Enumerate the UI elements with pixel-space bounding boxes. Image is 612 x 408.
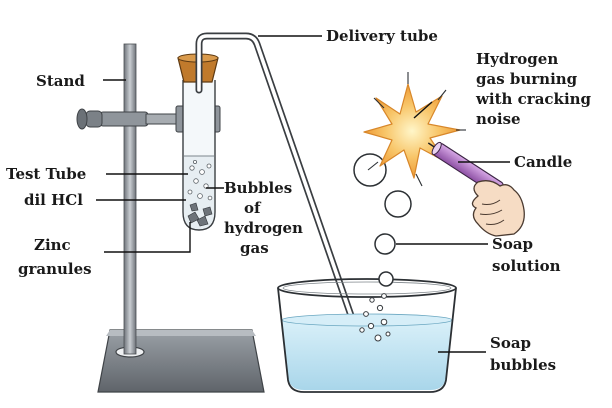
delivery-tube-bore xyxy=(197,34,382,360)
leader-lines xyxy=(96,35,510,353)
label-bubbles-line2: of xyxy=(244,199,262,217)
clamp-boss xyxy=(99,111,149,127)
clamp-knob xyxy=(76,108,88,130)
soap-bubble-large xyxy=(384,190,412,218)
stand-base-top xyxy=(106,330,256,336)
zinc-granules xyxy=(187,202,213,227)
trough-rim xyxy=(277,278,457,298)
stand-rod xyxy=(123,43,137,355)
stand xyxy=(97,43,265,393)
label-zinc-line1: Zinc xyxy=(34,236,71,254)
delivery-tube-glass xyxy=(195,32,384,362)
label-delivery-tube: Delivery tube xyxy=(326,27,438,45)
soap-bubble-small xyxy=(378,271,394,287)
trough xyxy=(277,278,457,393)
label-soap-solution-line1: Soap xyxy=(492,235,533,253)
label-candle: Candle xyxy=(514,153,572,171)
label-soap-bubbles-line2: bubbles xyxy=(490,356,556,374)
hand xyxy=(471,180,525,237)
soap-bubble-xl xyxy=(353,153,387,187)
delivery-tube xyxy=(195,32,384,362)
label-burning-line3: with cracking xyxy=(475,90,592,108)
leader-burning xyxy=(413,101,433,119)
label-zinc-line2: granules xyxy=(18,260,92,278)
soap-bubble-medium xyxy=(374,233,396,255)
hand-finger-lines xyxy=(479,199,505,225)
water-bubbles xyxy=(359,293,391,342)
label-test-tube: Test Tube xyxy=(6,165,86,183)
soap-water xyxy=(282,320,452,390)
label-dil-hcl: dil HCl xyxy=(24,191,83,209)
label-burning-line2: gas burning xyxy=(476,70,578,88)
label-soap-solution-line2: solution xyxy=(492,257,561,275)
label-bubbles-line1: Bubbles xyxy=(224,179,292,197)
rising-soap-bubbles xyxy=(353,153,412,287)
tube-gas-bubbles xyxy=(187,159,213,201)
labels: Stand Test Tube dil HCl Zinc granules Bu… xyxy=(6,27,592,374)
candle-wick xyxy=(427,142,435,148)
trough-rim-inner xyxy=(282,281,452,295)
label-bubbles-line3: hydrogen xyxy=(224,219,303,237)
label-burning-line4: noise xyxy=(476,110,521,128)
label-bubbles-line4: gas xyxy=(240,239,269,257)
label-stand: Stand xyxy=(36,72,85,90)
leader-zinc xyxy=(104,222,191,253)
hand-shape xyxy=(471,180,525,237)
stand-base xyxy=(97,329,265,393)
trough-wall xyxy=(277,287,457,393)
label-burning-line1: Hydrogen xyxy=(476,50,558,68)
label-soap-bubbles-line1: Soap xyxy=(490,334,531,352)
flame-rays xyxy=(367,72,466,187)
clamp-screw xyxy=(85,110,103,128)
